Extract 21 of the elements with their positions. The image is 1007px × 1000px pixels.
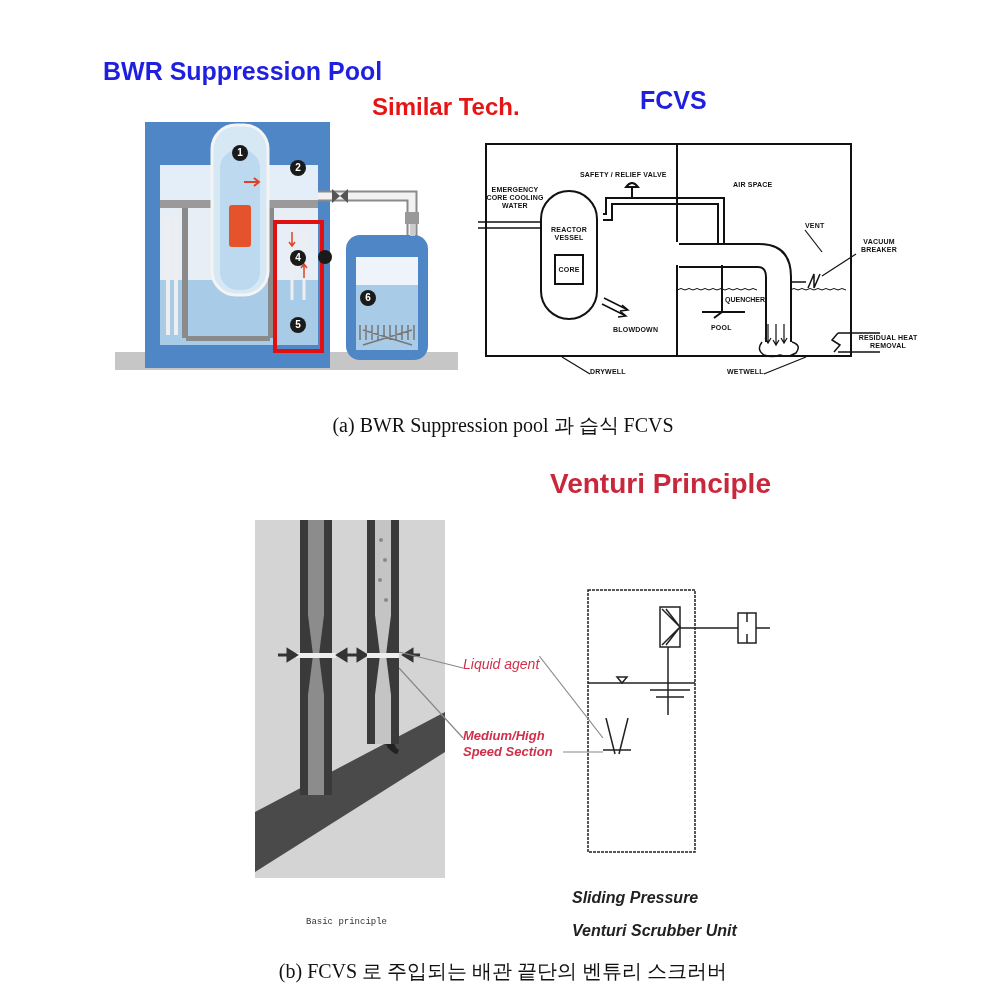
leader-line — [398, 667, 464, 739]
leader-line — [804, 229, 823, 253]
leader-line — [821, 253, 857, 277]
title-text: Similar Tech. — [372, 93, 520, 121]
leader-line — [561, 356, 591, 375]
unit-label: Venturi Scrubber Unit — [572, 922, 737, 940]
title-text: BWR Suppression Pool — [103, 57, 383, 86]
callout-label: Medium/High Speed Section — [463, 728, 563, 760]
caption: (b) FCVS 로 주입되는 배관 끝단의 벤튜리 스크러버 — [278, 959, 728, 985]
leader-line — [763, 356, 807, 375]
venturi-pipe-drawing — [367, 520, 399, 744]
note-text: Basic principle — [306, 917, 387, 927]
callout-label: Liquid agent — [463, 656, 540, 672]
title-text: Venturi Principle — [550, 468, 771, 500]
caption: (a) BWR Suppression pool 과 습식 FCVS — [332, 413, 674, 439]
leader-line — [562, 751, 604, 753]
leader-line — [398, 651, 464, 669]
unit-label: Sliding Pressure — [572, 889, 699, 907]
title-text: FCVS — [640, 86, 707, 115]
leader-line — [538, 655, 604, 739]
containment-box — [485, 143, 852, 357]
